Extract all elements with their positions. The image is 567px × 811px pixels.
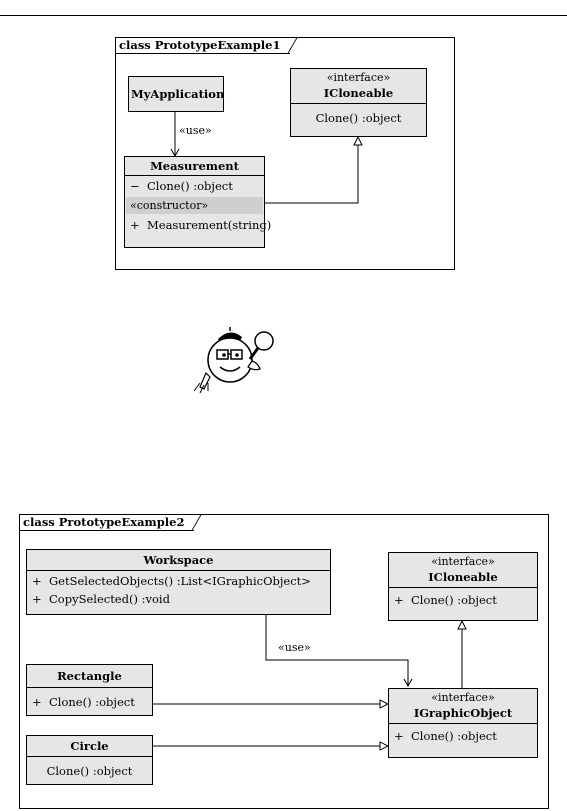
diagram-title-2: class PrototypeExample2 [20,515,195,531]
diagram-frame-2: class PrototypeExample2 [19,514,549,809]
visibility-private: − [130,179,140,193]
operation-text: Clone() :object [49,695,135,709]
operation-text: Clone() :object [411,593,497,607]
diagram-frame-1: class PrototypeExample1 [115,37,455,270]
class-name: Rectangle [57,669,122,683]
class-name: Circle [70,739,109,753]
use-label-1: «use» [179,124,212,137]
use-arrowhead-2 [403,678,413,688]
realization-rectangle-arrowhead [379,699,390,709]
operation-text: CopySelected() :void [49,592,170,606]
visibility-public: + [394,729,404,743]
realization-circle-arrowhead [379,741,390,751]
visibility-public: + [130,218,140,232]
operation-text: GetSelectedObjects() :List<IGraphicObjec… [49,574,311,588]
constructor-stereotype: «constructor» [126,197,263,214]
stereotype: «interface» [326,71,391,84]
operation-copy-selected: + CopySelected() :void [27,590,330,608]
class-name: Workspace [143,553,214,567]
class-measurement: Measurement − Clone() :object «construct… [124,156,271,248]
operation-clone: + Clone() :object [389,591,537,609]
visibility-public: + [32,574,42,588]
class-rectangle: Rectangle + Clone() :object [26,664,153,716]
header-rule [0,15,567,16]
realization-arrowhead-1 [353,135,363,146]
class-myapplication: MyApplication [128,76,224,112]
interface-name: IGraphicObject [413,706,513,720]
operation-text: Measurement(string) [147,218,272,232]
operation-clone: Clone() :object [315,111,402,125]
operation-clone: + Clone() :object [389,727,537,745]
interface-name: ICloneable [428,570,498,584]
visibility-public: + [32,695,42,709]
operation-text: Clone() :object [147,179,233,193]
interface-icloneable-2: «interface» ICloneable + Clone() :object [388,552,538,621]
interface-name: ICloneable [323,86,394,100]
operation-get-selected-objects: + GetSelectedObjects() :List<IGraphicObj… [27,572,330,590]
interface-igraphicobject: «interface» IGraphicObject + Clone() :ob… [388,688,538,758]
realization-1 [265,145,359,204]
operation-clone: Clone() :object [46,764,133,778]
visibility-public: + [32,592,42,606]
stereotype: «interface» [431,555,495,568]
class-name: MyApplication [131,87,225,101]
generalization-arrowhead-2 [457,619,467,630]
interface-icloneable-1: «interface» ICloneable Clone() :object [290,68,427,137]
operation-clone: + Clone() :object [27,693,152,711]
use-dependency-2 [265,615,409,686]
mascot-illustration [193,327,274,394]
stereotype: «interface» [431,691,495,704]
class-workspace: Workspace + GetSelectedObjects() :List<I… [26,549,331,615]
operation-text: Clone() :object [411,729,497,743]
diagram-title-1: class PrototypeExample1 [116,38,291,54]
operation-constructor: + Measurement(string) [125,216,271,234]
visibility-public: + [394,593,404,607]
class-circle: Circle Clone() :object [26,735,153,785]
class-name: Measurement [150,159,239,173]
use-label-2: «use» [278,641,311,654]
operation-clone: − Clone() :object [125,177,264,195]
